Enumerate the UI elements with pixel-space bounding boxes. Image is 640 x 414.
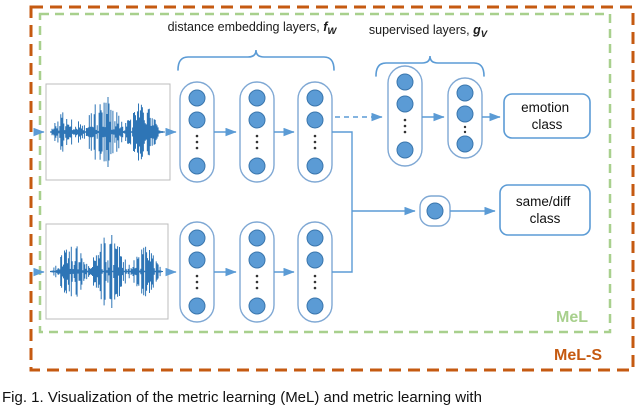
embedding-column-2b [239, 221, 275, 323]
supervised-brace [375, 55, 485, 77]
supervised-layers-label: supervised layers, gV [369, 23, 488, 40]
embedding-column-1a [179, 81, 215, 183]
supervised-column-1 [387, 65, 423, 167]
embedding-column-1b [179, 221, 215, 323]
figure-canvas: distance embedding layers, fW supervised… [29, 5, 635, 372]
figure-caption: Fig. 1. Visualization of the metric lear… [2, 389, 482, 406]
waveform-2 [50, 235, 163, 308]
mel-s-tag: MeL-S [554, 347, 602, 364]
comparison-node [426, 202, 444, 220]
embedding-column-3b [297, 221, 333, 323]
emotion-class-box [503, 93, 591, 139]
embedding-column-2a [239, 81, 275, 183]
mel-tag: MeL [556, 309, 588, 326]
supervised-column-2 [447, 77, 483, 159]
branch-connector [332, 131, 353, 273]
emotion-class-label: emotion class [521, 100, 573, 132]
embedding-brace [177, 49, 335, 71]
embedding-layers-label: distance embedding layers, fW [168, 20, 338, 37]
waveform-1 [50, 97, 165, 167]
mel-s-boundary [29, 5, 635, 372]
embedding-column-3a [297, 81, 333, 183]
connection-arrows [33, 112, 501, 277]
mel-boundary [38, 12, 612, 334]
samediff-class-box [499, 184, 591, 236]
samediff-class-label: same/diff class [516, 194, 574, 226]
